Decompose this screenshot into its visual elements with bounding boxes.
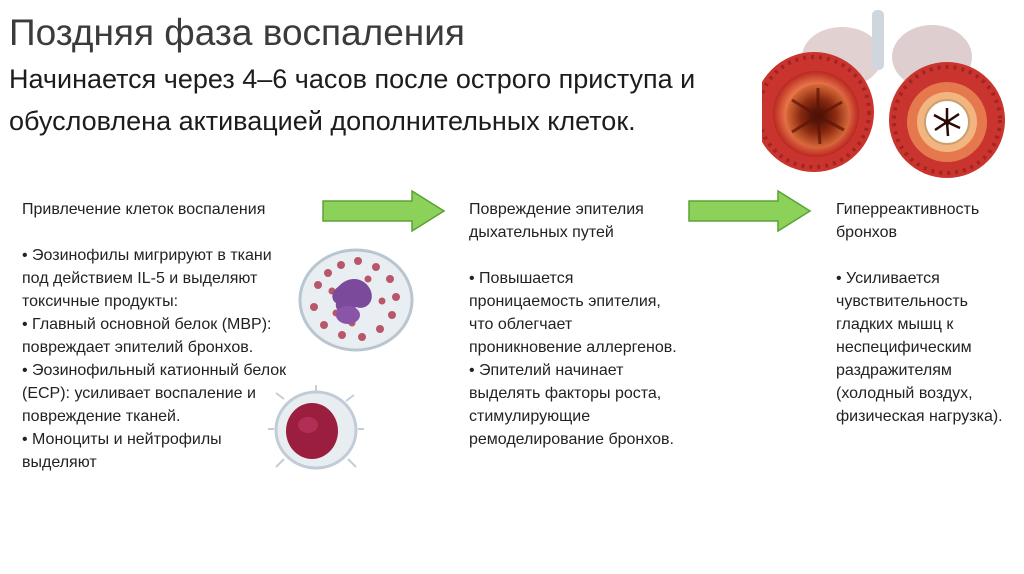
monocyte-cell-image bbox=[268, 385, 364, 470]
column-body: • Усиливается чувствительность гладких м… bbox=[836, 270, 1003, 425]
column-body: • Эозинофилы мигрируют в ткани под дейст… bbox=[22, 247, 287, 471]
arrow-right-icon bbox=[688, 189, 812, 233]
bronchi-lungs-image bbox=[762, 10, 1005, 178]
column-cell-recruitment: Привлечение клеток воспаления • Эозинофи… bbox=[22, 198, 287, 474]
column-body: • Повышается проницаемость эпителия, что… bbox=[469, 270, 677, 448]
column-epithelium-damage: Повреждение эпителия дыхательных путей •… bbox=[469, 198, 689, 451]
column-heading: Повреждение эпителия дыхательных путей bbox=[469, 201, 644, 241]
page-title: Поздняя фаза воспаления bbox=[9, 12, 465, 53]
column-heading: Привлечение клеток воспаления bbox=[22, 201, 266, 218]
page-subtitle: Начинается через 4–6 часов после острого… bbox=[9, 64, 696, 136]
column-heading: Гиперреактивность бронхов bbox=[836, 201, 980, 241]
eosinophil-cell-image bbox=[298, 248, 414, 352]
column-hyperreactivity: Гиперреактивность бронхов • Усиливается … bbox=[836, 198, 1016, 428]
arrow-right-icon bbox=[322, 189, 446, 233]
